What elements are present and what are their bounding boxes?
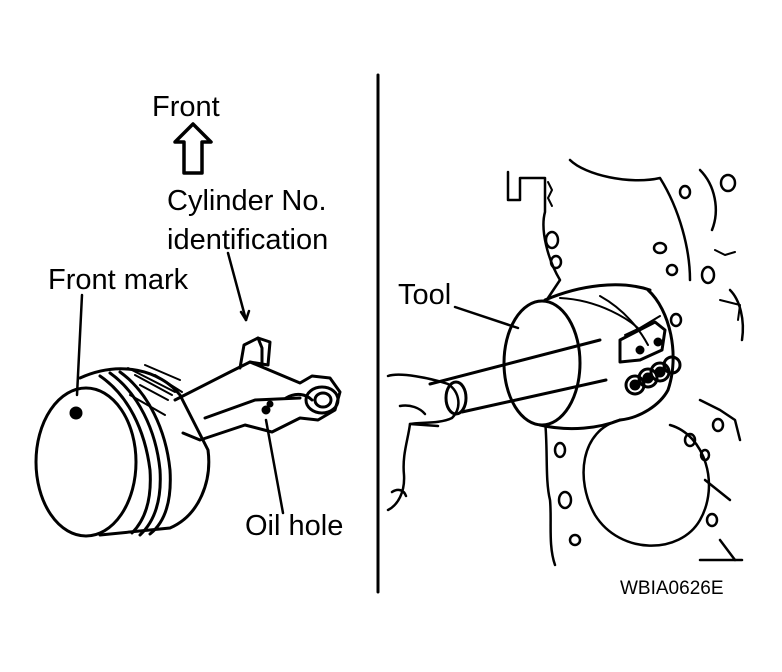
cylinder-number-label: Cylinder No. — [167, 185, 327, 217]
front-arrow-icon — [173, 122, 213, 175]
front-mark-dot — [69, 406, 83, 420]
figure-code: WBIA0626E — [620, 578, 724, 599]
piston — [34, 364, 211, 538]
cylinder-identification-label: identification — [167, 224, 329, 256]
hand — [386, 373, 460, 512]
engine-block — [506, 158, 745, 567]
connecting-rod — [173, 336, 342, 442]
cylinder-id-leader — [226, 251, 248, 322]
oil-hole-leader — [264, 418, 285, 515]
oil-hole-label: Oil hole — [245, 510, 344, 542]
tool-label: Tool — [398, 279, 452, 311]
oil-hole-mark — [261, 405, 271, 415]
tool-leader — [453, 305, 520, 330]
front-mark-leader — [75, 293, 84, 397]
ring-compressor-tool — [502, 283, 682, 431]
front-mark-label: Front mark — [48, 264, 189, 296]
front-label: Front — [152, 91, 220, 123]
